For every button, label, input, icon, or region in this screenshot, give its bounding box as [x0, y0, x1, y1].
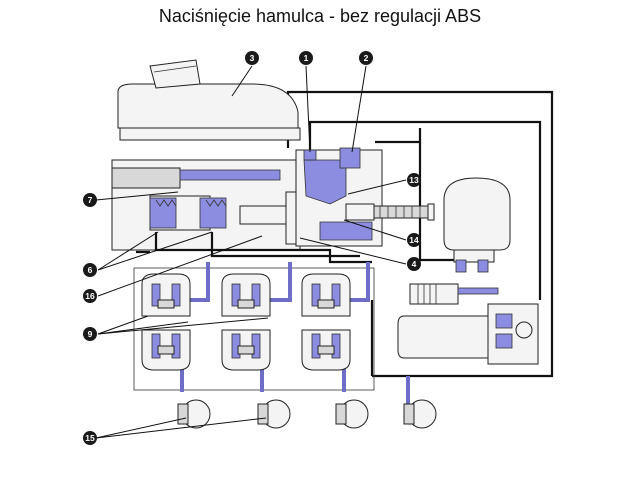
svg-text:7: 7 [88, 195, 93, 205]
pressure-switch [409, 283, 499, 305]
svg-text:14: 14 [409, 235, 419, 245]
callout-6: 6 [83, 263, 97, 277]
callout-9: 9 [83, 327, 97, 341]
callout-1: 1 [299, 51, 313, 65]
svg-text:16: 16 [85, 291, 95, 301]
callout-7: 7 [83, 193, 97, 207]
svg-text:6: 6 [88, 265, 93, 275]
svg-text:1: 1 [304, 53, 309, 63]
callout-2: 2 [359, 51, 373, 65]
valve-top-1 [141, 273, 191, 317]
wheel-brake-3 [335, 399, 369, 429]
valve-bottom-1 [141, 329, 191, 371]
diagram-title: Naciśnięcie hamulca - bez regulacji ABS [158, 6, 482, 26]
valve-top-3 [301, 273, 351, 317]
wheel-brake-1 [177, 399, 211, 429]
valve-bottom-3 [301, 329, 351, 371]
callout-16: 16 [83, 289, 97, 303]
svg-text:2: 2 [364, 53, 369, 63]
brake-booster [295, 147, 435, 247]
callout-3: 3 [245, 51, 259, 65]
callout-14: 14 [407, 233, 421, 247]
wheel-brakes [177, 399, 437, 429]
leader-lines [95, 65, 407, 439]
solenoid-valves [141, 273, 351, 371]
pump-motor [397, 303, 539, 365]
supply-pipes [136, 232, 372, 264]
svg-text:13: 13 [409, 175, 419, 185]
callout-4: 4 [407, 257, 421, 271]
svg-text:3: 3 [250, 53, 255, 63]
wheel-brake-4 [403, 399, 437, 429]
reservoir [117, 59, 301, 141]
wheel-brake-2 [257, 399, 291, 429]
accumulator [443, 177, 511, 273]
callout-15: 15 [83, 431, 97, 445]
svg-text:15: 15 [85, 433, 95, 443]
valve-bottom-2 [221, 329, 271, 371]
svg-text:4: 4 [412, 259, 417, 269]
master-cylinder [111, 159, 317, 251]
callout-13: 13 [407, 173, 421, 187]
valve-top-2 [221, 273, 271, 317]
svg-text:9: 9 [88, 329, 93, 339]
